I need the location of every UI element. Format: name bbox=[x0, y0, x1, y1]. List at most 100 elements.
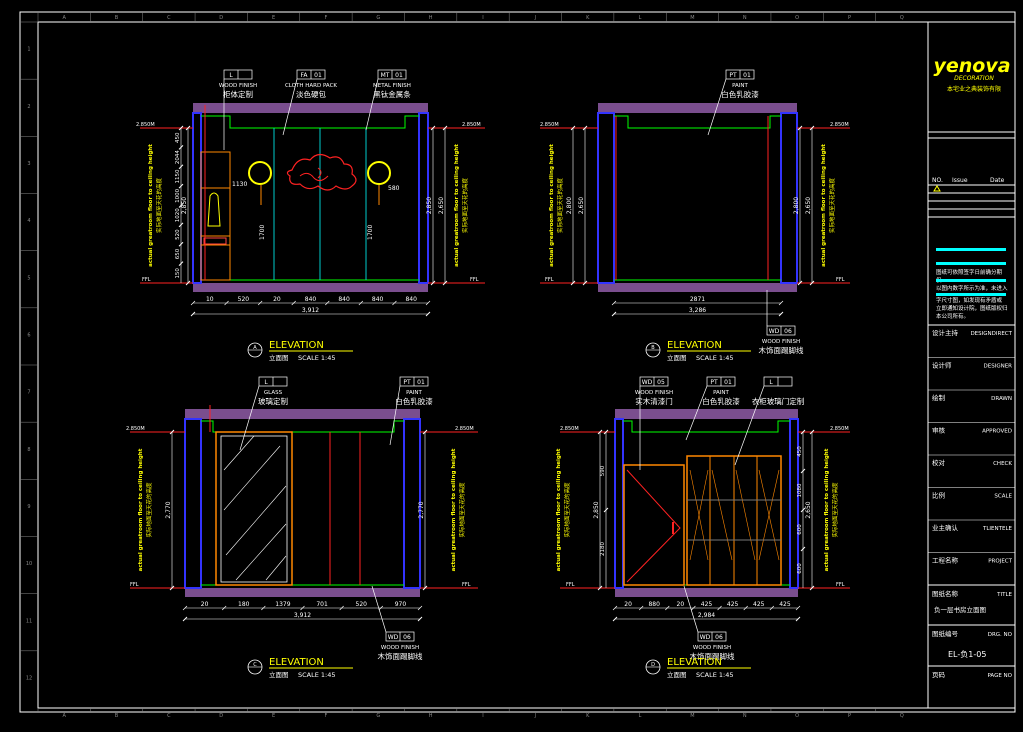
title-row-en: APPROVED bbox=[982, 429, 1012, 435]
height-note-en: actual greatroom floor to ceiling height bbox=[549, 144, 555, 267]
elevation-b bbox=[540, 103, 850, 292]
cyan-bar-1 bbox=[936, 248, 1006, 251]
mid-dimension: 1700 bbox=[367, 225, 374, 240]
stack-dimension: 650 bbox=[175, 248, 181, 259]
border-number: 9 bbox=[27, 504, 30, 510]
height-note-cn: 实际地面至天花的高度 bbox=[461, 178, 469, 234]
elevation-title: ELEVATION bbox=[269, 340, 324, 351]
tag-cn: 黑钛金属条 bbox=[373, 89, 411, 99]
title-block: yenova DECORATION 本宅业之典装饰有限 NO. Issue Da… bbox=[927, 21, 1016, 709]
border-letter-bottom: H bbox=[429, 713, 433, 719]
title-row-en: DESIGNDIRECT bbox=[970, 331, 1012, 337]
height-note-en: actual greatroom floor to ceiling height bbox=[148, 144, 154, 267]
border-number: 11 bbox=[26, 618, 32, 624]
ffl-mark: FFL bbox=[130, 582, 139, 588]
vertical-dimension: 2,650 bbox=[578, 197, 585, 214]
elevation-scale: SCALE 1:45 bbox=[696, 671, 734, 679]
elevation-a bbox=[140, 103, 485, 292]
height-note-en: actual greatroom floor to ceiling height bbox=[821, 144, 827, 267]
border-labels: AABBCCDDEEFFGGHHIIJJKKLLMMNNOOPPQQ123456… bbox=[26, 15, 904, 719]
height-note-en: actual greatroom floor to ceiling height bbox=[824, 448, 830, 571]
tag-code: WD bbox=[642, 379, 653, 386]
svg-text:图纸名称: 图纸名称 bbox=[932, 589, 959, 598]
stack-dimension: 520 bbox=[175, 229, 181, 240]
tag-cn: 白色乳胶漆 bbox=[721, 89, 759, 99]
dimension-label: 20 bbox=[273, 296, 281, 303]
cyan-bar-2 bbox=[936, 262, 1006, 265]
dimension-label: 10 bbox=[206, 296, 214, 303]
tag-code: WD bbox=[388, 634, 399, 641]
border-number: 8 bbox=[27, 447, 30, 453]
header-date: Date bbox=[990, 177, 1005, 184]
tag-cn: 白色乳胶漆 bbox=[395, 396, 433, 406]
title-row-en: DRAWN bbox=[991, 396, 1012, 402]
vertical-dimension: 2,850 bbox=[426, 197, 433, 214]
warning-triangle-icon bbox=[933, 185, 941, 192]
svg-text:字尺寸图，如发现有矛盾或: 字尺寸图，如发现有矛盾或 bbox=[936, 296, 1003, 304]
vertical-dimension: 2,770 bbox=[418, 501, 425, 518]
title-row-cn: 业主确认 bbox=[932, 523, 959, 532]
dimension-total: 2,984 bbox=[698, 612, 715, 619]
border-letter-top: G bbox=[376, 15, 380, 21]
title-row-cn: 设计主持 bbox=[932, 328, 959, 337]
title-row-cn: 校对 bbox=[932, 458, 946, 467]
tag-en: WOOD FINISH bbox=[762, 339, 800, 345]
border-number: 3 bbox=[27, 161, 30, 167]
dimension-label: 2871 bbox=[690, 296, 705, 303]
border-letter-top: E bbox=[272, 15, 275, 21]
tag-en: PAINT bbox=[713, 390, 729, 396]
side-notes: actual greatroom floor to ceiling height… bbox=[126, 122, 849, 588]
dimension-label: 520 bbox=[238, 296, 250, 303]
height-note-cn: 实际地面至天花的高度 bbox=[155, 178, 163, 234]
dimension-label: 20 bbox=[624, 601, 632, 608]
level-mark: 2.850M bbox=[455, 426, 474, 432]
border-number: 6 bbox=[27, 332, 30, 338]
dimension-label: 425 bbox=[727, 601, 739, 608]
cloud-motif bbox=[286, 153, 357, 191]
tag-code: L bbox=[769, 379, 773, 386]
stack-dimension: 1080 bbox=[797, 483, 803, 497]
svg-text:以图内数字所示为准，未进入: 以图内数字所示为准，未进入 bbox=[936, 284, 1008, 292]
ffl-mark: FFL bbox=[836, 582, 845, 588]
border-number: 10 bbox=[26, 561, 32, 567]
tag-cn: 柜体定制 bbox=[223, 89, 253, 99]
tag-code: PT bbox=[729, 72, 737, 79]
tag-code: PT bbox=[710, 379, 718, 386]
stack-dimension: 600 bbox=[797, 563, 803, 574]
header-no: NO. bbox=[932, 177, 943, 184]
stack-dimension: 1150 bbox=[175, 169, 181, 183]
svg-text:图纸可依照签字日前确分期: 图纸可依照签字日前确分期 bbox=[936, 268, 1003, 276]
tag-en: METAL FINISH bbox=[373, 83, 411, 89]
border-letter-top: D bbox=[219, 15, 223, 21]
vertical-dimension: 2,650 bbox=[805, 197, 812, 214]
svg-text:页码: 页码 bbox=[932, 671, 946, 679]
dimension-label: 840 bbox=[305, 296, 317, 303]
border-letter-bottom: J bbox=[534, 713, 536, 719]
border-number: 2 bbox=[27, 104, 30, 110]
border-letter-bottom: M bbox=[690, 713, 694, 719]
border-ticks bbox=[20, 12, 876, 712]
dimension-total: 3,912 bbox=[294, 612, 311, 619]
tag-en: PAINT bbox=[406, 390, 422, 396]
border-letter-bottom: K bbox=[586, 713, 590, 719]
vertical-dimension: 2,650 bbox=[805, 501, 812, 518]
tag-en: GLASS bbox=[264, 390, 283, 396]
border-letter-bottom: A bbox=[62, 713, 66, 719]
border-letter-top: N bbox=[743, 15, 747, 21]
stack-dimension: 450 bbox=[797, 446, 803, 457]
height-note-cn: 实际地面至天花的高度 bbox=[563, 482, 571, 538]
tag-cn: 木饰面踢脚线 bbox=[690, 651, 735, 661]
height-note-cn: 实际地面至天花的高度 bbox=[828, 178, 836, 234]
svg-text:PAGE NO: PAGE NO bbox=[987, 673, 1012, 679]
border-letter-top: J bbox=[534, 15, 536, 21]
ffl-mark: FFL bbox=[566, 582, 575, 588]
mid-dimension: 1700 bbox=[259, 225, 266, 240]
border-letter-top: K bbox=[586, 15, 590, 21]
border-letter-bottom: E bbox=[272, 713, 275, 719]
tag-code: L bbox=[264, 379, 268, 386]
tag-en: CLOTH HARD PACK bbox=[285, 83, 337, 89]
elevation-title: ELEVATION bbox=[667, 340, 722, 351]
title-row-en: SCALE bbox=[994, 494, 1012, 500]
